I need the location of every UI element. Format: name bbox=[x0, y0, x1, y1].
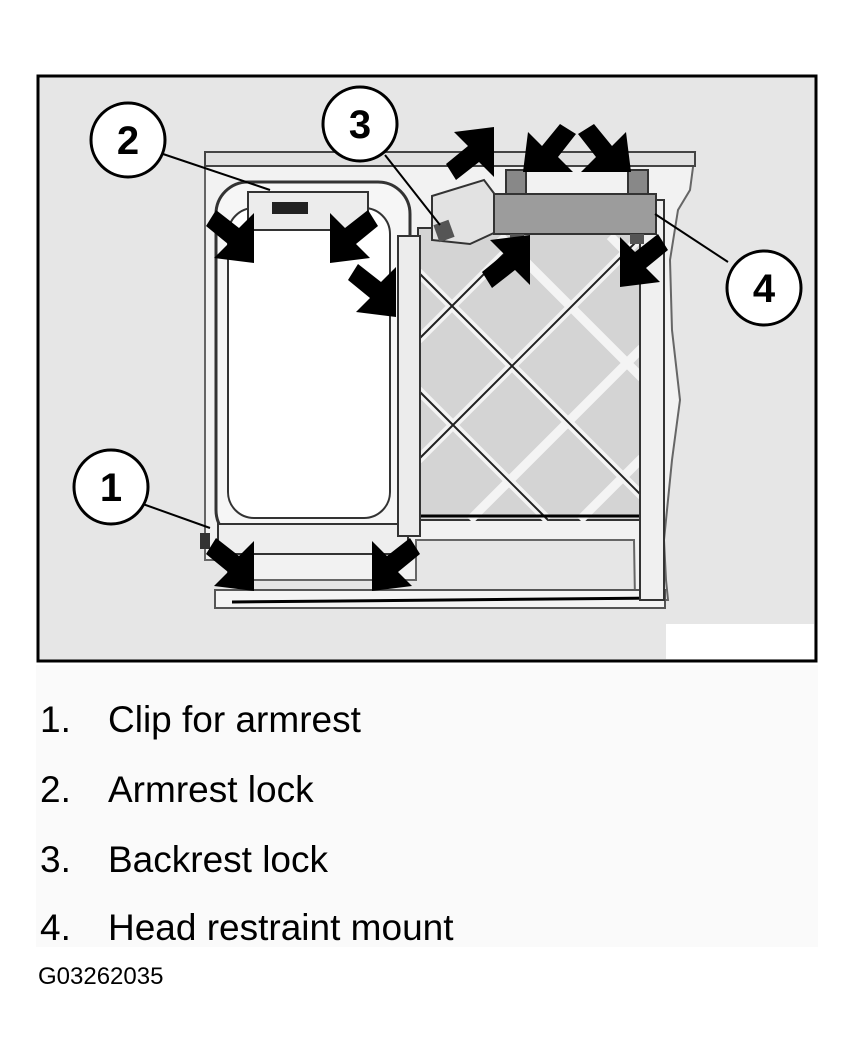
legend-text: Backrest lock bbox=[108, 839, 329, 880]
seat-frame-diagram: 2 3 4 1 bbox=[36, 74, 818, 663]
legend-number: 2. bbox=[40, 769, 71, 810]
legend-number: 3. bbox=[40, 839, 71, 880]
figure-id: G03262035 bbox=[38, 963, 164, 990]
callout-2: 2 bbox=[89, 101, 167, 179]
callout-4: 4 bbox=[725, 249, 803, 327]
legend-text: Clip for armrest bbox=[108, 699, 361, 740]
legend: 1. Clip for armrest 2. Armrest lock 3. B… bbox=[36, 665, 818, 948]
svg-text:2: 2 bbox=[117, 119, 139, 163]
side-rail bbox=[397, 235, 421, 537]
panel-corner-cutout bbox=[666, 624, 814, 659]
callout-1: 1 bbox=[72, 448, 150, 526]
callout-3: 3 bbox=[321, 85, 399, 163]
svg-text:3: 3 bbox=[349, 103, 371, 147]
legend-number: 4. bbox=[40, 907, 71, 948]
svg-text:4: 4 bbox=[753, 267, 776, 311]
legend-text: Head restraint mount bbox=[108, 907, 454, 948]
svg-text:1: 1 bbox=[100, 466, 122, 510]
legend-number: 1. bbox=[40, 699, 71, 740]
head-restraint-mount bbox=[493, 193, 657, 235]
legend-text: Armrest lock bbox=[108, 769, 314, 810]
